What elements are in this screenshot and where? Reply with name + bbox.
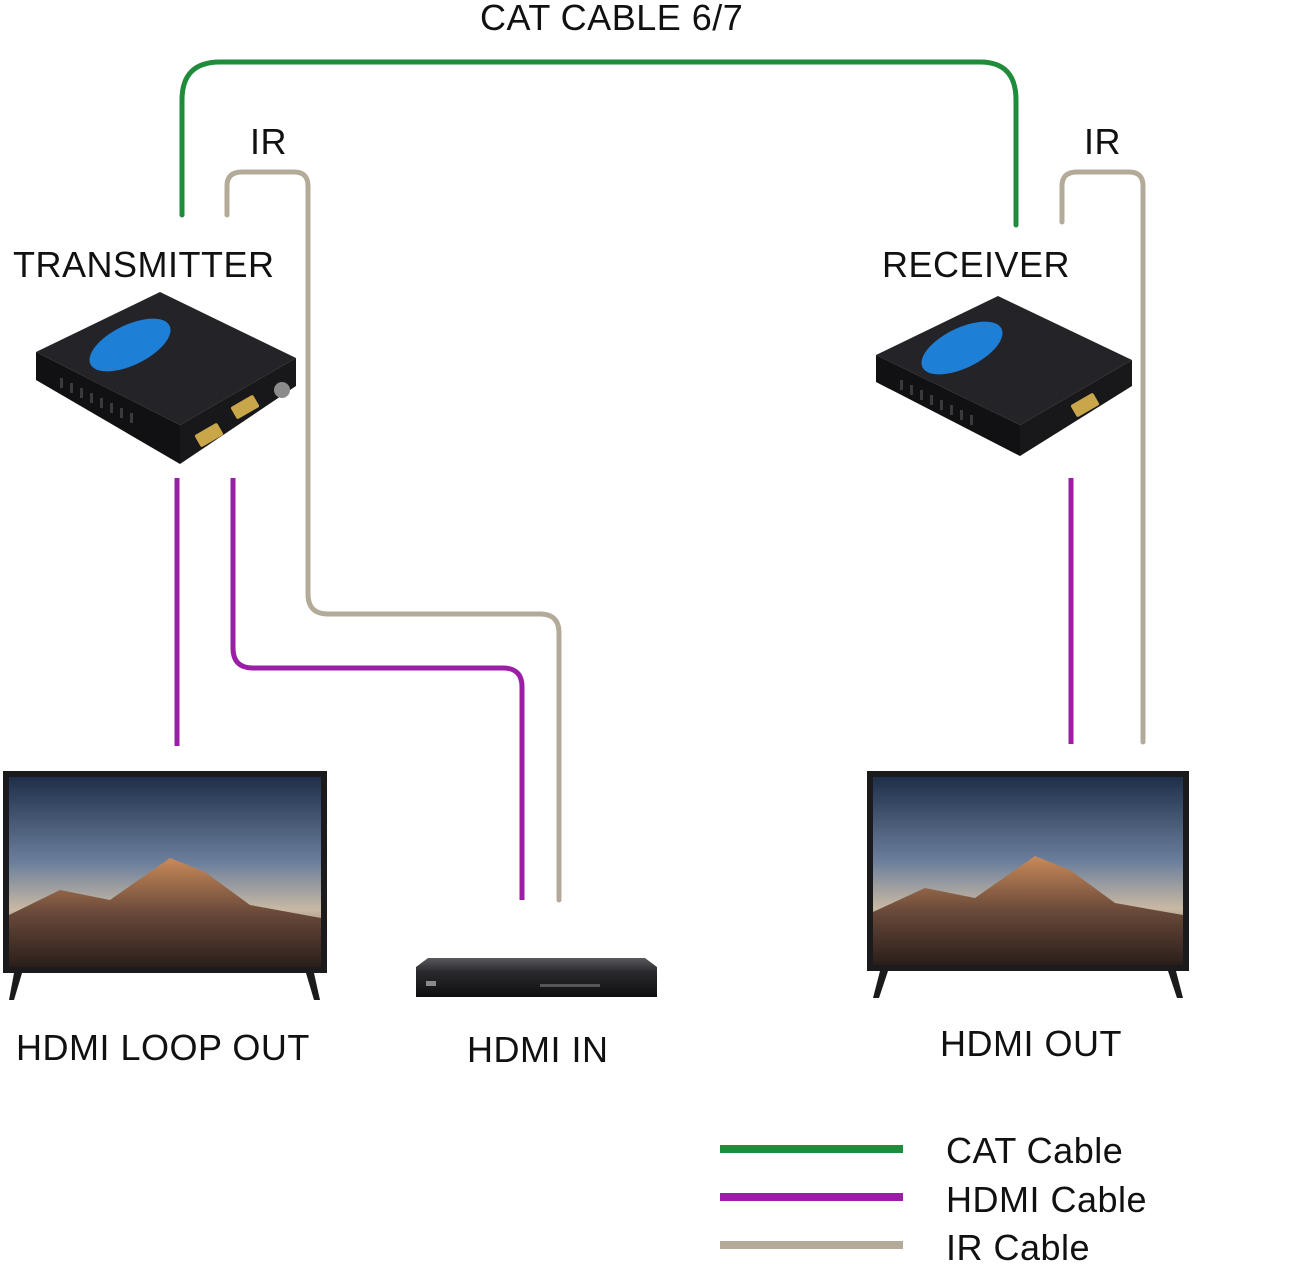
receiver-top xyxy=(876,296,1132,425)
player-tray xyxy=(540,984,600,987)
hdmi-out-port-icon xyxy=(1070,393,1100,417)
receiver-logo-badge xyxy=(921,321,1003,375)
hdmi-loop-port-icon xyxy=(230,395,260,419)
hdmi-out-label: HDMI OUT xyxy=(940,1023,1122,1064)
receiver-unit xyxy=(876,296,1132,456)
ir-label-right: IR xyxy=(1084,121,1121,162)
source-player xyxy=(416,958,657,997)
hdmi-in-port-icon xyxy=(194,423,224,447)
transmitter-front-left xyxy=(36,352,180,464)
legend xyxy=(720,1145,903,1249)
receiver-label: RECEIVER xyxy=(882,244,1071,285)
ir-cable-left xyxy=(224,169,562,903)
transmitter-unit xyxy=(36,292,296,464)
hdmi-in-label: HDMI IN xyxy=(467,1029,609,1070)
legend-label-hdmi: HDMI Cable xyxy=(946,1179,1148,1220)
ir-cable-right xyxy=(1059,169,1146,745)
dc-power-port-icon xyxy=(274,382,290,398)
receiver-tv xyxy=(867,771,1189,998)
hdmi-loop-out-label: HDMI LOOP OUT xyxy=(16,1027,310,1068)
receiver-front-left xyxy=(876,355,1020,456)
hdmi-cable-in xyxy=(230,478,525,900)
tv-stand-right xyxy=(306,973,320,1000)
player-body xyxy=(416,958,657,997)
tv-mountains xyxy=(9,858,321,967)
cat-cable-title: CAT CABLE 6/7 xyxy=(480,0,744,38)
transmitter-top xyxy=(36,292,296,425)
transmitter-vents xyxy=(60,378,133,423)
loop-out-tv xyxy=(3,771,327,1000)
transmitter-label: TRANSMITTER xyxy=(13,244,275,285)
legend-label-cat: CAT Cable xyxy=(946,1130,1124,1171)
legend-label-ir: IR Cable xyxy=(946,1227,1091,1268)
tv-stand-left xyxy=(873,971,888,998)
cat-cable xyxy=(179,59,1019,228)
tv-stand-right xyxy=(1168,971,1183,998)
tv-stand-left xyxy=(9,973,22,1000)
receiver-vents xyxy=(900,380,973,425)
tv-mountains xyxy=(873,856,1183,965)
transmitter-logo-badge xyxy=(89,318,171,372)
player-logo xyxy=(426,981,436,986)
ir-label-left: IR xyxy=(250,121,287,162)
